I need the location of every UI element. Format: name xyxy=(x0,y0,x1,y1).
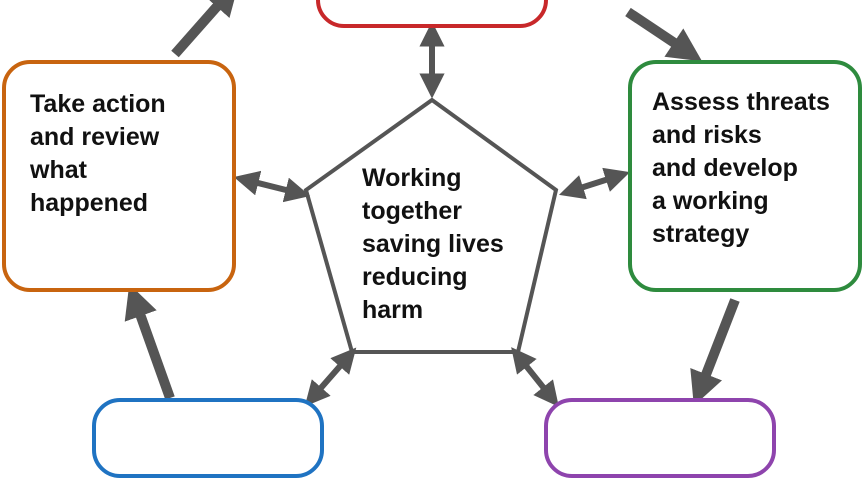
center-label: Working together saving lives reducing h… xyxy=(362,164,504,324)
take-action-box xyxy=(2,60,236,292)
cycle-arrow-icon xyxy=(171,0,240,58)
double-headed-arrow-icon xyxy=(233,170,311,203)
double-headed-arrow-icon xyxy=(558,167,631,200)
diagram-canvas xyxy=(124,0,740,407)
bottom-left-step-box xyxy=(92,398,324,478)
cycle-arrow-icon xyxy=(690,298,740,406)
double-headed-arrow-icon xyxy=(304,347,357,407)
cycle-arrow-icon xyxy=(625,7,703,62)
bottom-right-step-box xyxy=(544,398,776,478)
assess-threats-label: Assess threats and risks and develop a w… xyxy=(652,88,830,248)
take-action-label: Take action and review what happened xyxy=(30,90,166,217)
cycle-arrow-icon xyxy=(124,283,175,400)
assess-threats-box xyxy=(628,60,862,292)
top-step-box xyxy=(316,0,548,28)
double-headed-arrow-icon xyxy=(511,347,559,407)
center-pentagon xyxy=(303,97,559,354)
